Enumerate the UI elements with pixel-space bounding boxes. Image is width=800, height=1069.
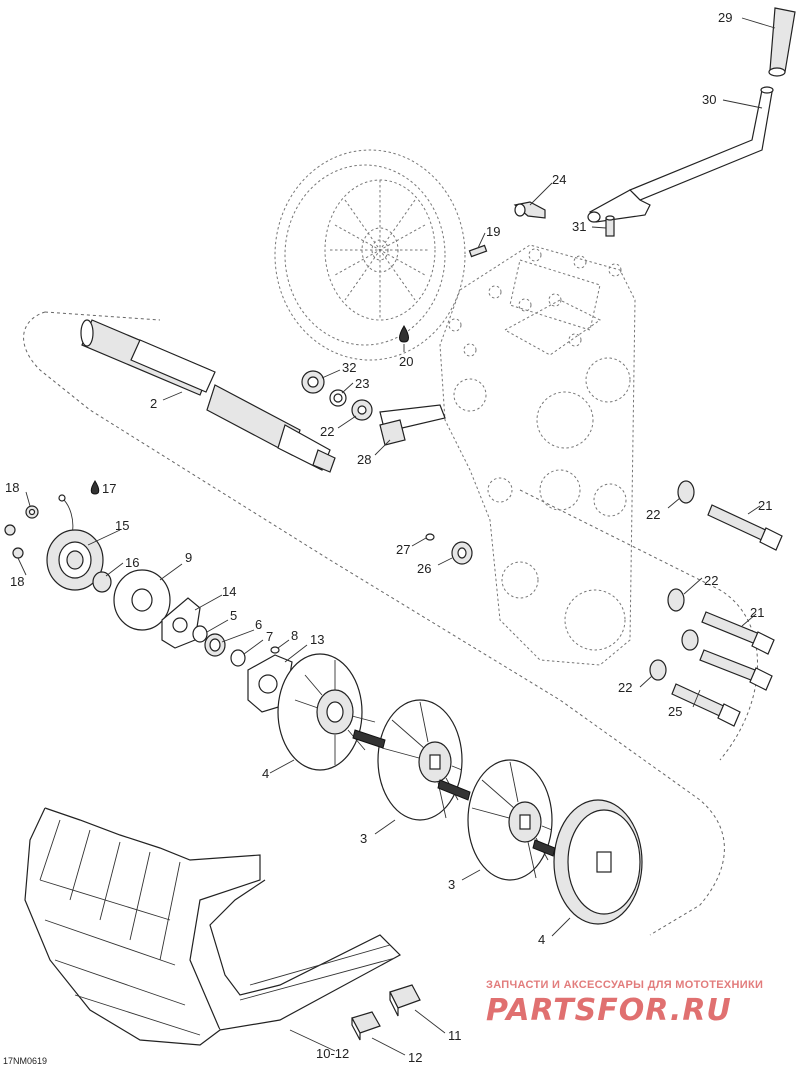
spacer-23	[329, 389, 347, 407]
callout-27: 27	[396, 542, 410, 557]
sprocket-3-a	[352, 699, 463, 821]
tool-28	[379, 404, 446, 446]
handle-grip-29	[768, 7, 796, 77]
track-outline-dashed	[23, 311, 725, 936]
bolt-25	[671, 683, 741, 727]
callout-16: 16	[125, 555, 139, 570]
callout-28: 28	[357, 452, 371, 467]
washer-22-b	[677, 480, 695, 504]
diagram-code: 17NM0619	[3, 1056, 47, 1066]
leader-lines	[17, 17, 776, 1056]
callout-22-a: 22	[320, 424, 334, 439]
oil-drop-17	[90, 480, 100, 495]
nut-18-a	[25, 505, 39, 519]
callout-6: 6	[255, 617, 262, 632]
nut-18-b	[4, 524, 24, 559]
washer-22-d	[649, 629, 699, 681]
callout-32: 32	[342, 360, 356, 375]
track-outline-dashed-upper	[44, 311, 758, 761]
crank-lever-30	[587, 86, 774, 223]
plate-9	[113, 569, 171, 631]
watermark-subtitle: ЗАПЧАСТИ И АКСЕССУАРЫ ДЛЯ МОТОТЕХНИКИ	[486, 979, 763, 991]
bolt-21-b	[701, 611, 775, 655]
bolt-21-c	[699, 649, 773, 691]
callout-18-a: 18	[5, 480, 19, 495]
callout-17: 17	[102, 481, 116, 496]
bearing-22-a	[351, 399, 373, 421]
sensor-wire	[58, 494, 74, 536]
callout-24: 24	[552, 172, 566, 187]
callout-14: 14	[222, 584, 236, 599]
callout-2: 2	[150, 396, 157, 411]
oring-8	[270, 646, 280, 654]
callout-11: 11	[448, 1028, 462, 1043]
callout-21-b: 21	[750, 605, 764, 620]
end-cap-4-b	[532, 799, 643, 925]
callout-10-12: 10-12	[316, 1046, 349, 1061]
spacer-26	[451, 541, 473, 565]
seal-16	[92, 571, 112, 593]
retaining-clip-24	[513, 201, 546, 219]
callout-3-a: 3	[360, 831, 367, 846]
callout-31: 31	[572, 219, 586, 234]
callout-22-c: 22	[704, 573, 718, 588]
oil-drop-20	[399, 325, 409, 343]
bolt-21-a	[707, 504, 783, 551]
callout-29: 29	[718, 10, 732, 25]
callout-4-a: 4	[262, 766, 269, 781]
callout-22-b: 22	[646, 507, 660, 522]
callout-3-b: 3	[448, 877, 455, 892]
oring-27	[425, 533, 435, 541]
callout-30: 30	[702, 92, 716, 107]
sprocket-3-b	[437, 759, 553, 881]
track-belt-10-12	[24, 807, 401, 1046]
callout-25: 25	[668, 704, 682, 719]
drive-shaft-2	[80, 319, 336, 473]
callout-26: 26	[417, 561, 431, 576]
callout-12: 12	[408, 1050, 422, 1065]
track-clip-11	[389, 984, 421, 1017]
dowel-pin-31	[605, 215, 615, 237]
callout-23: 23	[355, 376, 369, 391]
callout-5: 5	[230, 608, 237, 623]
callout-7: 7	[266, 629, 273, 644]
spline-end	[312, 449, 336, 473]
watermark-brand: PARTSFOR.RU	[486, 993, 732, 1028]
key-pin-19	[468, 244, 488, 258]
callout-9: 9	[185, 550, 192, 565]
watermark: ЗАПЧАСТИ И АКСЕССУАРЫ ДЛЯ МОТОТЕХНИКИ PA…	[486, 979, 763, 1028]
bearing-6	[204, 633, 226, 657]
callout-13: 13	[310, 632, 324, 647]
washer-22-c	[667, 588, 685, 612]
sprocket-32	[301, 370, 325, 394]
callout-4-b: 4	[538, 932, 545, 947]
callout-labels: 29 30 24 19 31 20 2 32 23 22 28 18 17 15…	[5, 10, 772, 1065]
track-clip-12	[351, 1011, 381, 1041]
callout-15: 15	[115, 518, 129, 533]
sprocket-4-a	[277, 653, 376, 771]
drive-pulley-ghost	[274, 149, 466, 361]
callout-19: 19	[486, 224, 500, 239]
callout-20: 20	[399, 354, 413, 369]
callout-8: 8	[291, 628, 298, 643]
ring-5	[192, 625, 208, 643]
callout-21-a: 21	[758, 498, 772, 513]
callout-18-b: 18	[10, 574, 24, 589]
callout-22-d: 22	[618, 680, 632, 695]
ring-7	[230, 649, 246, 667]
chaincase-housing-ghost	[439, 244, 636, 666]
